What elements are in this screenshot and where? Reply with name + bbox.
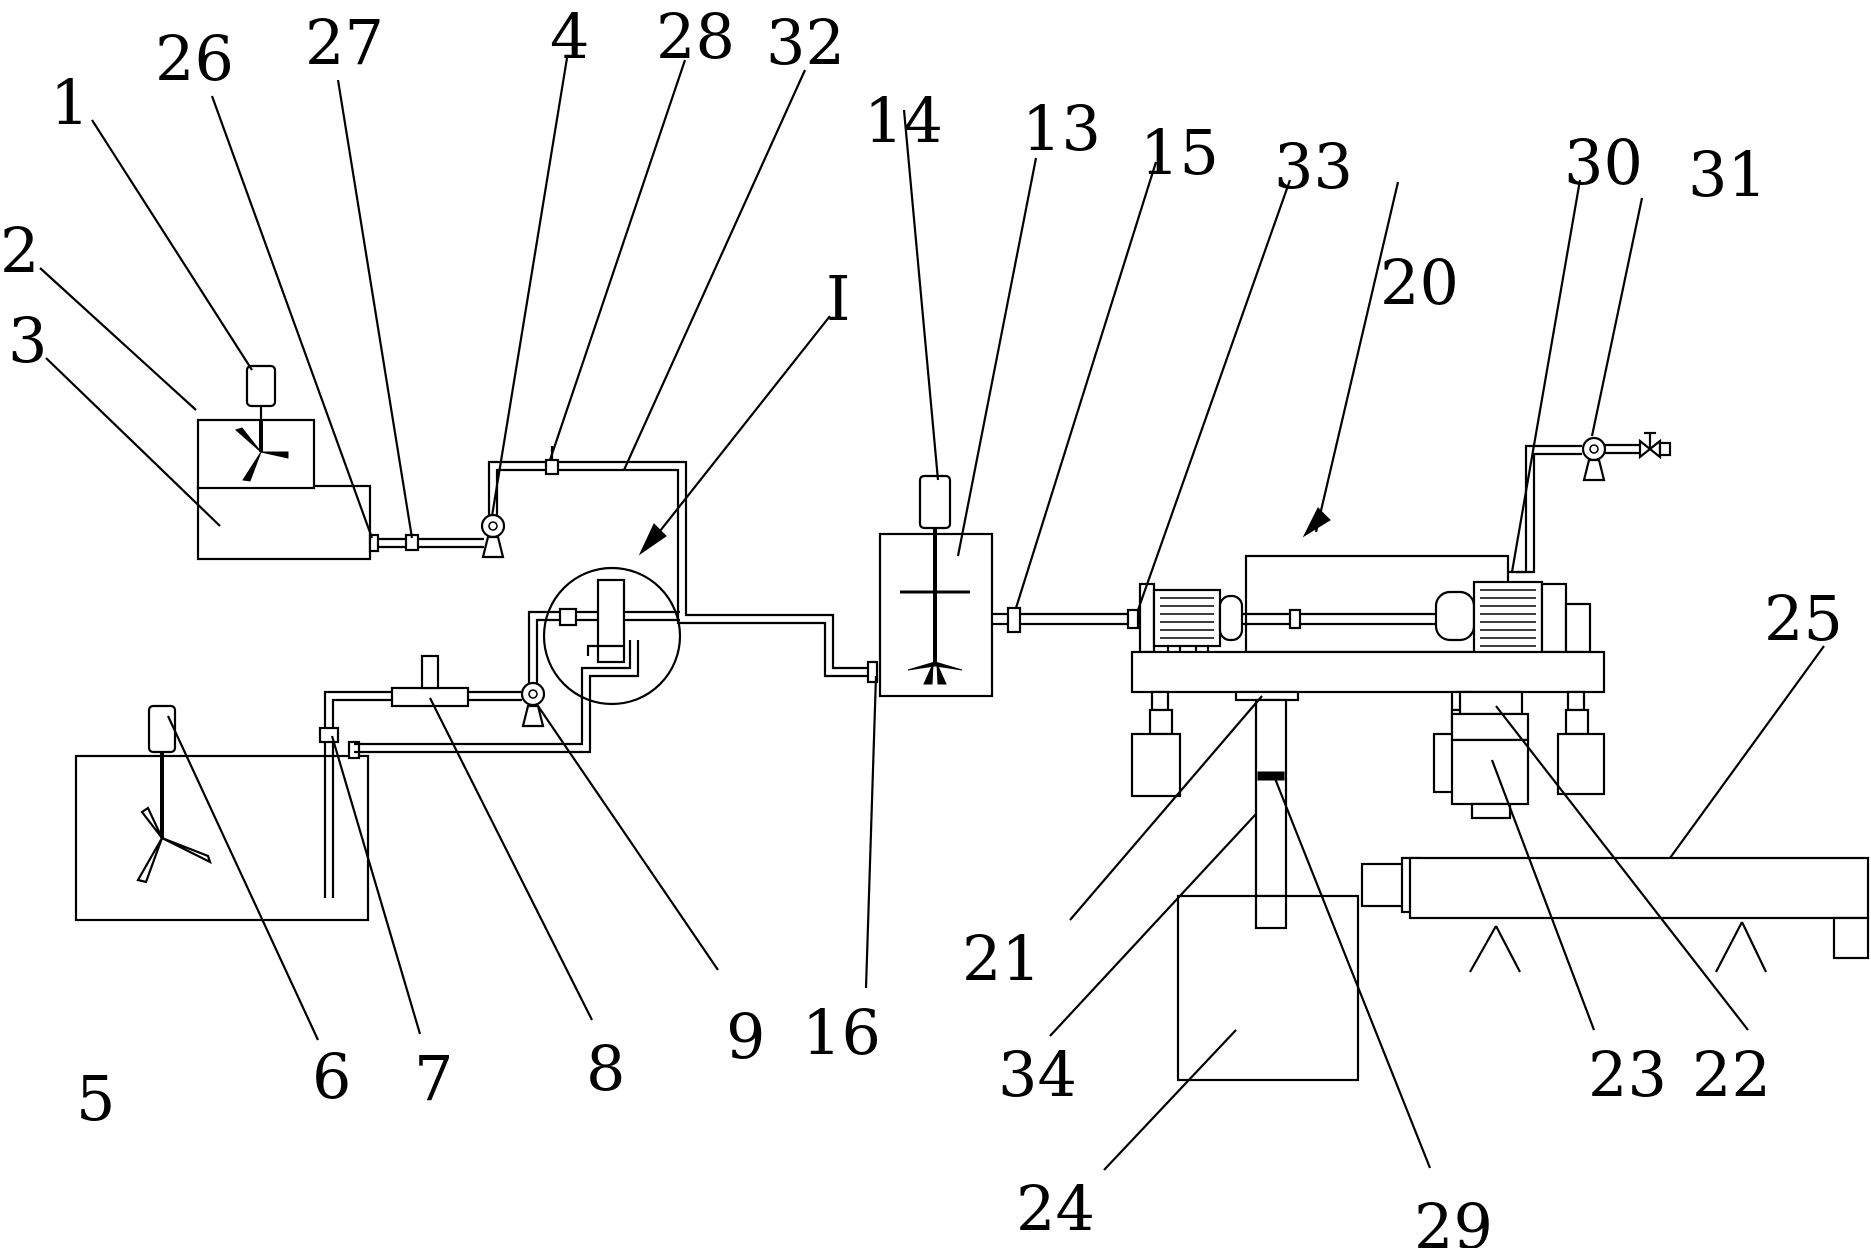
outlet-15 xyxy=(992,606,1128,634)
label-32: 32 xyxy=(766,6,845,79)
pump-31 xyxy=(1581,431,1672,482)
label-21: 21 xyxy=(962,922,1041,995)
impeller-2 xyxy=(235,420,289,482)
label-25: 25 xyxy=(1764,582,1843,655)
leader-lines xyxy=(39,57,1825,1171)
mixing-chamber-2 xyxy=(196,418,316,490)
outlet-21 xyxy=(1234,690,1300,702)
agitator-blades-5 xyxy=(136,806,212,884)
pump-4 xyxy=(480,513,506,559)
pump-9 xyxy=(520,681,546,728)
motor-23 xyxy=(1450,712,1530,820)
discharge-line-30 xyxy=(1508,444,1582,574)
shaft xyxy=(1242,608,1436,630)
label-30: 30 xyxy=(1564,126,1643,199)
label-26: 26 xyxy=(155,22,234,95)
pipe-9-to-I xyxy=(527,610,560,683)
outlet-valve-26 xyxy=(368,533,380,553)
label-27: 27 xyxy=(305,6,384,79)
arrowhead-I xyxy=(638,523,667,556)
label-3: 3 xyxy=(8,304,47,377)
gearbox-22 xyxy=(1458,690,1524,716)
label-23: 23 xyxy=(1588,1038,1667,1111)
label-6: 6 xyxy=(312,1040,351,1113)
motor-1 xyxy=(245,364,277,420)
label-5: 5 xyxy=(76,1062,115,1135)
label-33: 33 xyxy=(1274,130,1353,203)
label-28: 28 xyxy=(656,0,735,73)
pipe-8-to-pump-9 xyxy=(468,690,522,702)
tank-5 xyxy=(74,754,370,922)
label-16: 16 xyxy=(802,996,881,1069)
support-legs xyxy=(1130,690,1606,798)
label-7: 7 xyxy=(414,1042,453,1115)
screw-conveyor-25 xyxy=(1360,856,1870,973)
label-14: 14 xyxy=(864,84,943,157)
mixer-motor-14 xyxy=(900,474,970,685)
label-I: I xyxy=(826,262,851,335)
label-24: 24 xyxy=(1016,1172,1095,1245)
label-34: 34 xyxy=(998,1038,1077,1111)
label-20: 20 xyxy=(1380,246,1459,319)
suction-pipe-7 xyxy=(318,726,361,898)
label-8: 8 xyxy=(586,1032,625,1105)
drive-motor-left xyxy=(1138,582,1244,656)
label-4: 4 xyxy=(550,0,589,73)
vessel-24 xyxy=(1176,894,1360,1082)
label-29: 29 xyxy=(1414,1190,1493,1248)
label-15: 15 xyxy=(1140,116,1219,189)
chute-34 xyxy=(1254,698,1288,930)
tank-3 xyxy=(196,484,372,561)
label-9: 9 xyxy=(726,1000,765,1073)
pipe-27-to-pump-4 xyxy=(378,533,484,552)
label-1: 1 xyxy=(50,66,89,139)
label-13: 13 xyxy=(1022,92,1101,165)
label-2: 2 xyxy=(0,214,39,287)
label-22: 22 xyxy=(1692,1038,1771,1111)
arrowhead-20 xyxy=(1302,507,1331,538)
detail-circle-I xyxy=(542,566,682,706)
return-pipe xyxy=(354,640,640,754)
inlet-33 xyxy=(1126,608,1140,630)
pipe-7-to-8 xyxy=(323,690,395,728)
mixer-8 xyxy=(390,654,470,708)
base-frame xyxy=(1130,650,1606,694)
valve-16 xyxy=(866,660,879,684)
label-31: 31 xyxy=(1688,138,1767,211)
